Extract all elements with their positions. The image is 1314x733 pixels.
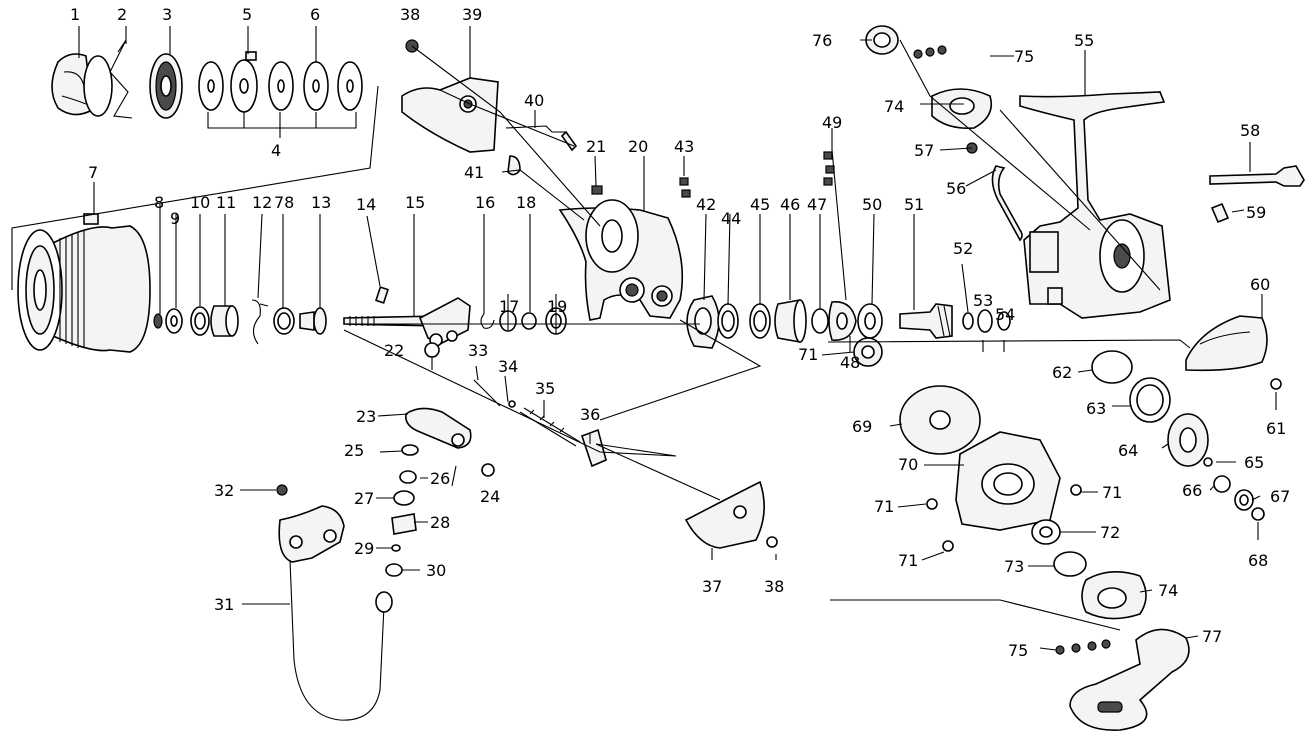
- callout-33: 33: [468, 341, 488, 360]
- callout-74-bottom: 74: [1158, 581, 1178, 600]
- callout-22: 22: [384, 341, 404, 360]
- callout-67: 67: [1270, 487, 1290, 506]
- callout-20: 20: [628, 137, 648, 156]
- callout-46: 46: [780, 195, 800, 214]
- callout-32: 32: [214, 481, 234, 500]
- callout-73: 73: [1004, 557, 1024, 576]
- callout-23: 23: [356, 407, 376, 426]
- callout-42: 42: [696, 195, 716, 214]
- callout-58: 58: [1240, 121, 1260, 140]
- callout-6: 6: [310, 5, 320, 24]
- callout-13: 13: [311, 193, 331, 212]
- callout-78: 78: [274, 193, 294, 212]
- callout-36: 36: [580, 405, 600, 424]
- callout-65: 65: [1244, 453, 1264, 472]
- callout-61: 61: [1266, 419, 1286, 438]
- callout-15: 15: [405, 193, 425, 212]
- callout-63: 63: [1086, 399, 1106, 418]
- callout-71-d: 71: [898, 551, 918, 570]
- callout-39: 39: [462, 5, 482, 24]
- callout-68: 68: [1248, 551, 1268, 570]
- callout-44: 44: [721, 209, 741, 228]
- callout-16: 16: [475, 193, 495, 212]
- callout-69: 69: [852, 417, 872, 436]
- callout-10: 10: [190, 193, 210, 212]
- callout-5: 5: [242, 5, 252, 24]
- callout-38-bottom: 38: [764, 577, 784, 596]
- callout-51: 51: [904, 195, 924, 214]
- callout-14: 14: [356, 195, 376, 214]
- parts-artwork: [17, 25, 1305, 731]
- callout-7: 7: [88, 163, 98, 182]
- callout-53: 53: [973, 291, 993, 310]
- callout-31: 31: [214, 595, 234, 614]
- callout-52: 52: [953, 239, 973, 258]
- callout-21: 21: [586, 137, 606, 156]
- leader-lines: [11, 26, 1277, 651]
- callout-40: 40: [524, 91, 544, 110]
- callout-72: 72: [1100, 523, 1120, 542]
- callout-28: 28: [430, 513, 450, 532]
- callout-75-bottom: 75: [1008, 641, 1028, 660]
- callout-57: 57: [914, 141, 934, 160]
- callout-45: 45: [750, 195, 770, 214]
- callout-29: 29: [354, 539, 374, 558]
- callout-71-c: 71: [1102, 483, 1122, 502]
- callout-4: 4: [271, 141, 281, 160]
- callout-24: 24: [480, 487, 500, 506]
- callout-75-top: 75: [1014, 47, 1034, 66]
- callout-35: 35: [535, 379, 555, 398]
- callout-12: 12: [252, 193, 272, 212]
- callout-8: 8: [154, 193, 164, 212]
- callout-71-a: 71: [798, 345, 818, 364]
- callout-41: 41: [464, 163, 484, 182]
- callout-50: 50: [862, 195, 882, 214]
- callout-77: 77: [1202, 627, 1222, 646]
- callout-49: 49: [822, 113, 842, 132]
- callout-62: 62: [1052, 363, 1072, 382]
- callout-60: 60: [1250, 275, 1270, 294]
- callout-18: 18: [516, 193, 536, 212]
- callout-56: 56: [946, 179, 966, 198]
- callout-27: 27: [354, 489, 374, 508]
- callout-30: 30: [426, 561, 446, 580]
- callout-64: 64: [1118, 441, 1138, 460]
- callout-47: 47: [807, 195, 827, 214]
- callout-3: 3: [162, 5, 172, 24]
- callout-43: 43: [674, 137, 694, 156]
- callout-54: 54: [995, 305, 1015, 324]
- callout-17: 17: [499, 297, 519, 316]
- callout-76: 76: [812, 31, 832, 50]
- callout-38-top: 38: [400, 5, 420, 24]
- callout-37: 37: [702, 577, 722, 596]
- callout-25: 25: [344, 441, 364, 460]
- callout-9: 9: [170, 209, 180, 228]
- callout-48: 48: [840, 353, 860, 372]
- callout-59: 59: [1246, 203, 1266, 222]
- callout-55: 55: [1074, 31, 1094, 50]
- callout-66: 66: [1182, 481, 1202, 500]
- callout-34: 34: [498, 357, 518, 376]
- callout-2: 2: [117, 5, 127, 24]
- callout-19: 19: [547, 297, 567, 316]
- callout-1: 1: [70, 5, 80, 24]
- callout-26: 26: [430, 469, 450, 488]
- callout-71-b: 71: [874, 497, 894, 516]
- callout-74-top: 74: [884, 97, 904, 116]
- part-number-callouts: 1 2 3 4 5 6 7 8 9 10 11 12 78 13 14 15 1…: [70, 5, 1290, 660]
- callout-11: 11: [216, 193, 236, 212]
- callout-70: 70: [898, 455, 918, 474]
